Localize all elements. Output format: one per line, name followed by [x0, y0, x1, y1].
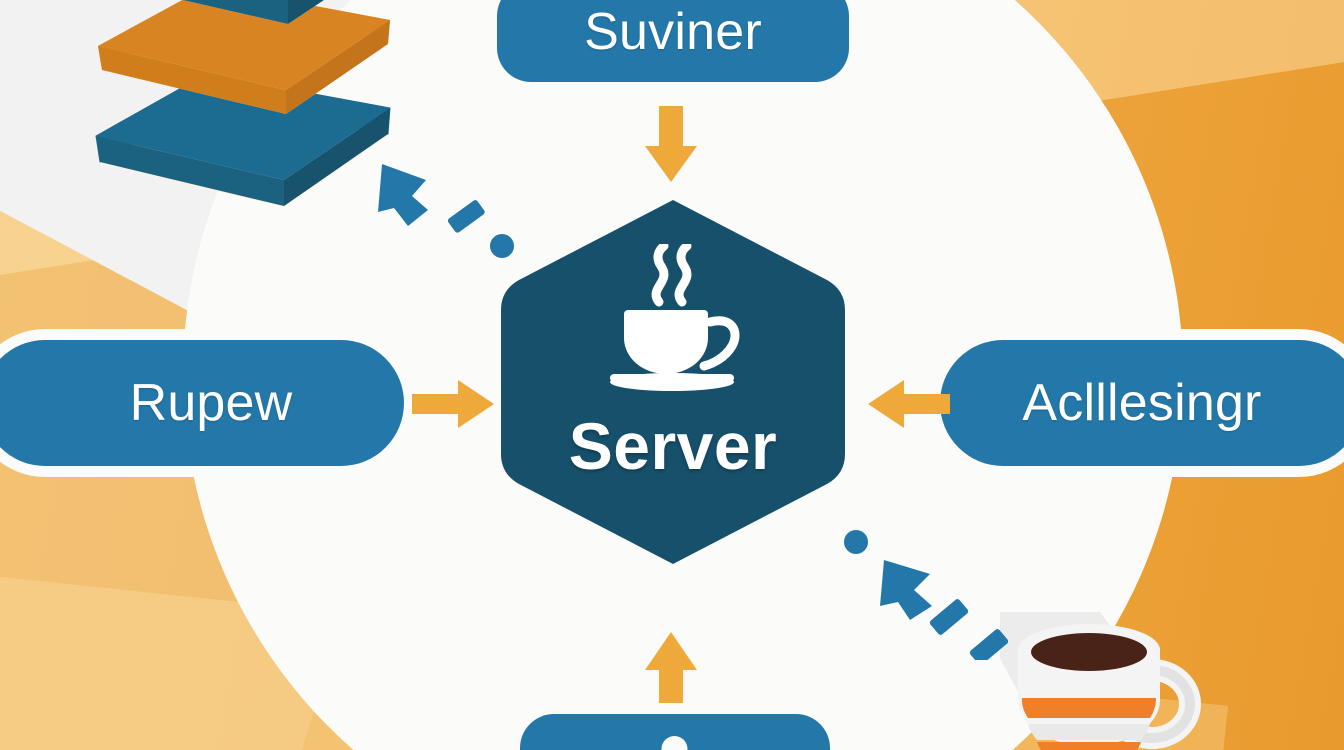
node-bottom[interactable] — [520, 714, 830, 750]
arrow-top-to-center — [637, 106, 705, 184]
node-rupew[interactable]: Rupew — [0, 340, 404, 466]
node-aclllesingr[interactable]: Aclllesingr — [940, 340, 1344, 466]
node-suviner-label: Suviner — [584, 3, 762, 61]
arrow-right-to-center — [866, 372, 950, 436]
dashed-connector-center-to-books — [352, 150, 542, 280]
arrow-bottom-to-center — [637, 630, 705, 712]
center-node-server[interactable]: Server — [487, 196, 859, 568]
stack-of-books-icon — [88, 0, 398, 216]
node-rupew-label: Rupew — [129, 374, 293, 432]
coffee-mug-icon — [980, 572, 1250, 750]
node-bottom-glyph-icon — [661, 736, 688, 750]
hexagon-shape — [501, 200, 845, 564]
node-suviner[interactable]: Suviner — [497, 0, 849, 82]
node-aclllesingr-label: Aclllesingr — [1022, 374, 1262, 432]
arrow-left-to-center — [412, 372, 496, 436]
dashed-connector-mug-to-center — [826, 520, 1016, 665]
